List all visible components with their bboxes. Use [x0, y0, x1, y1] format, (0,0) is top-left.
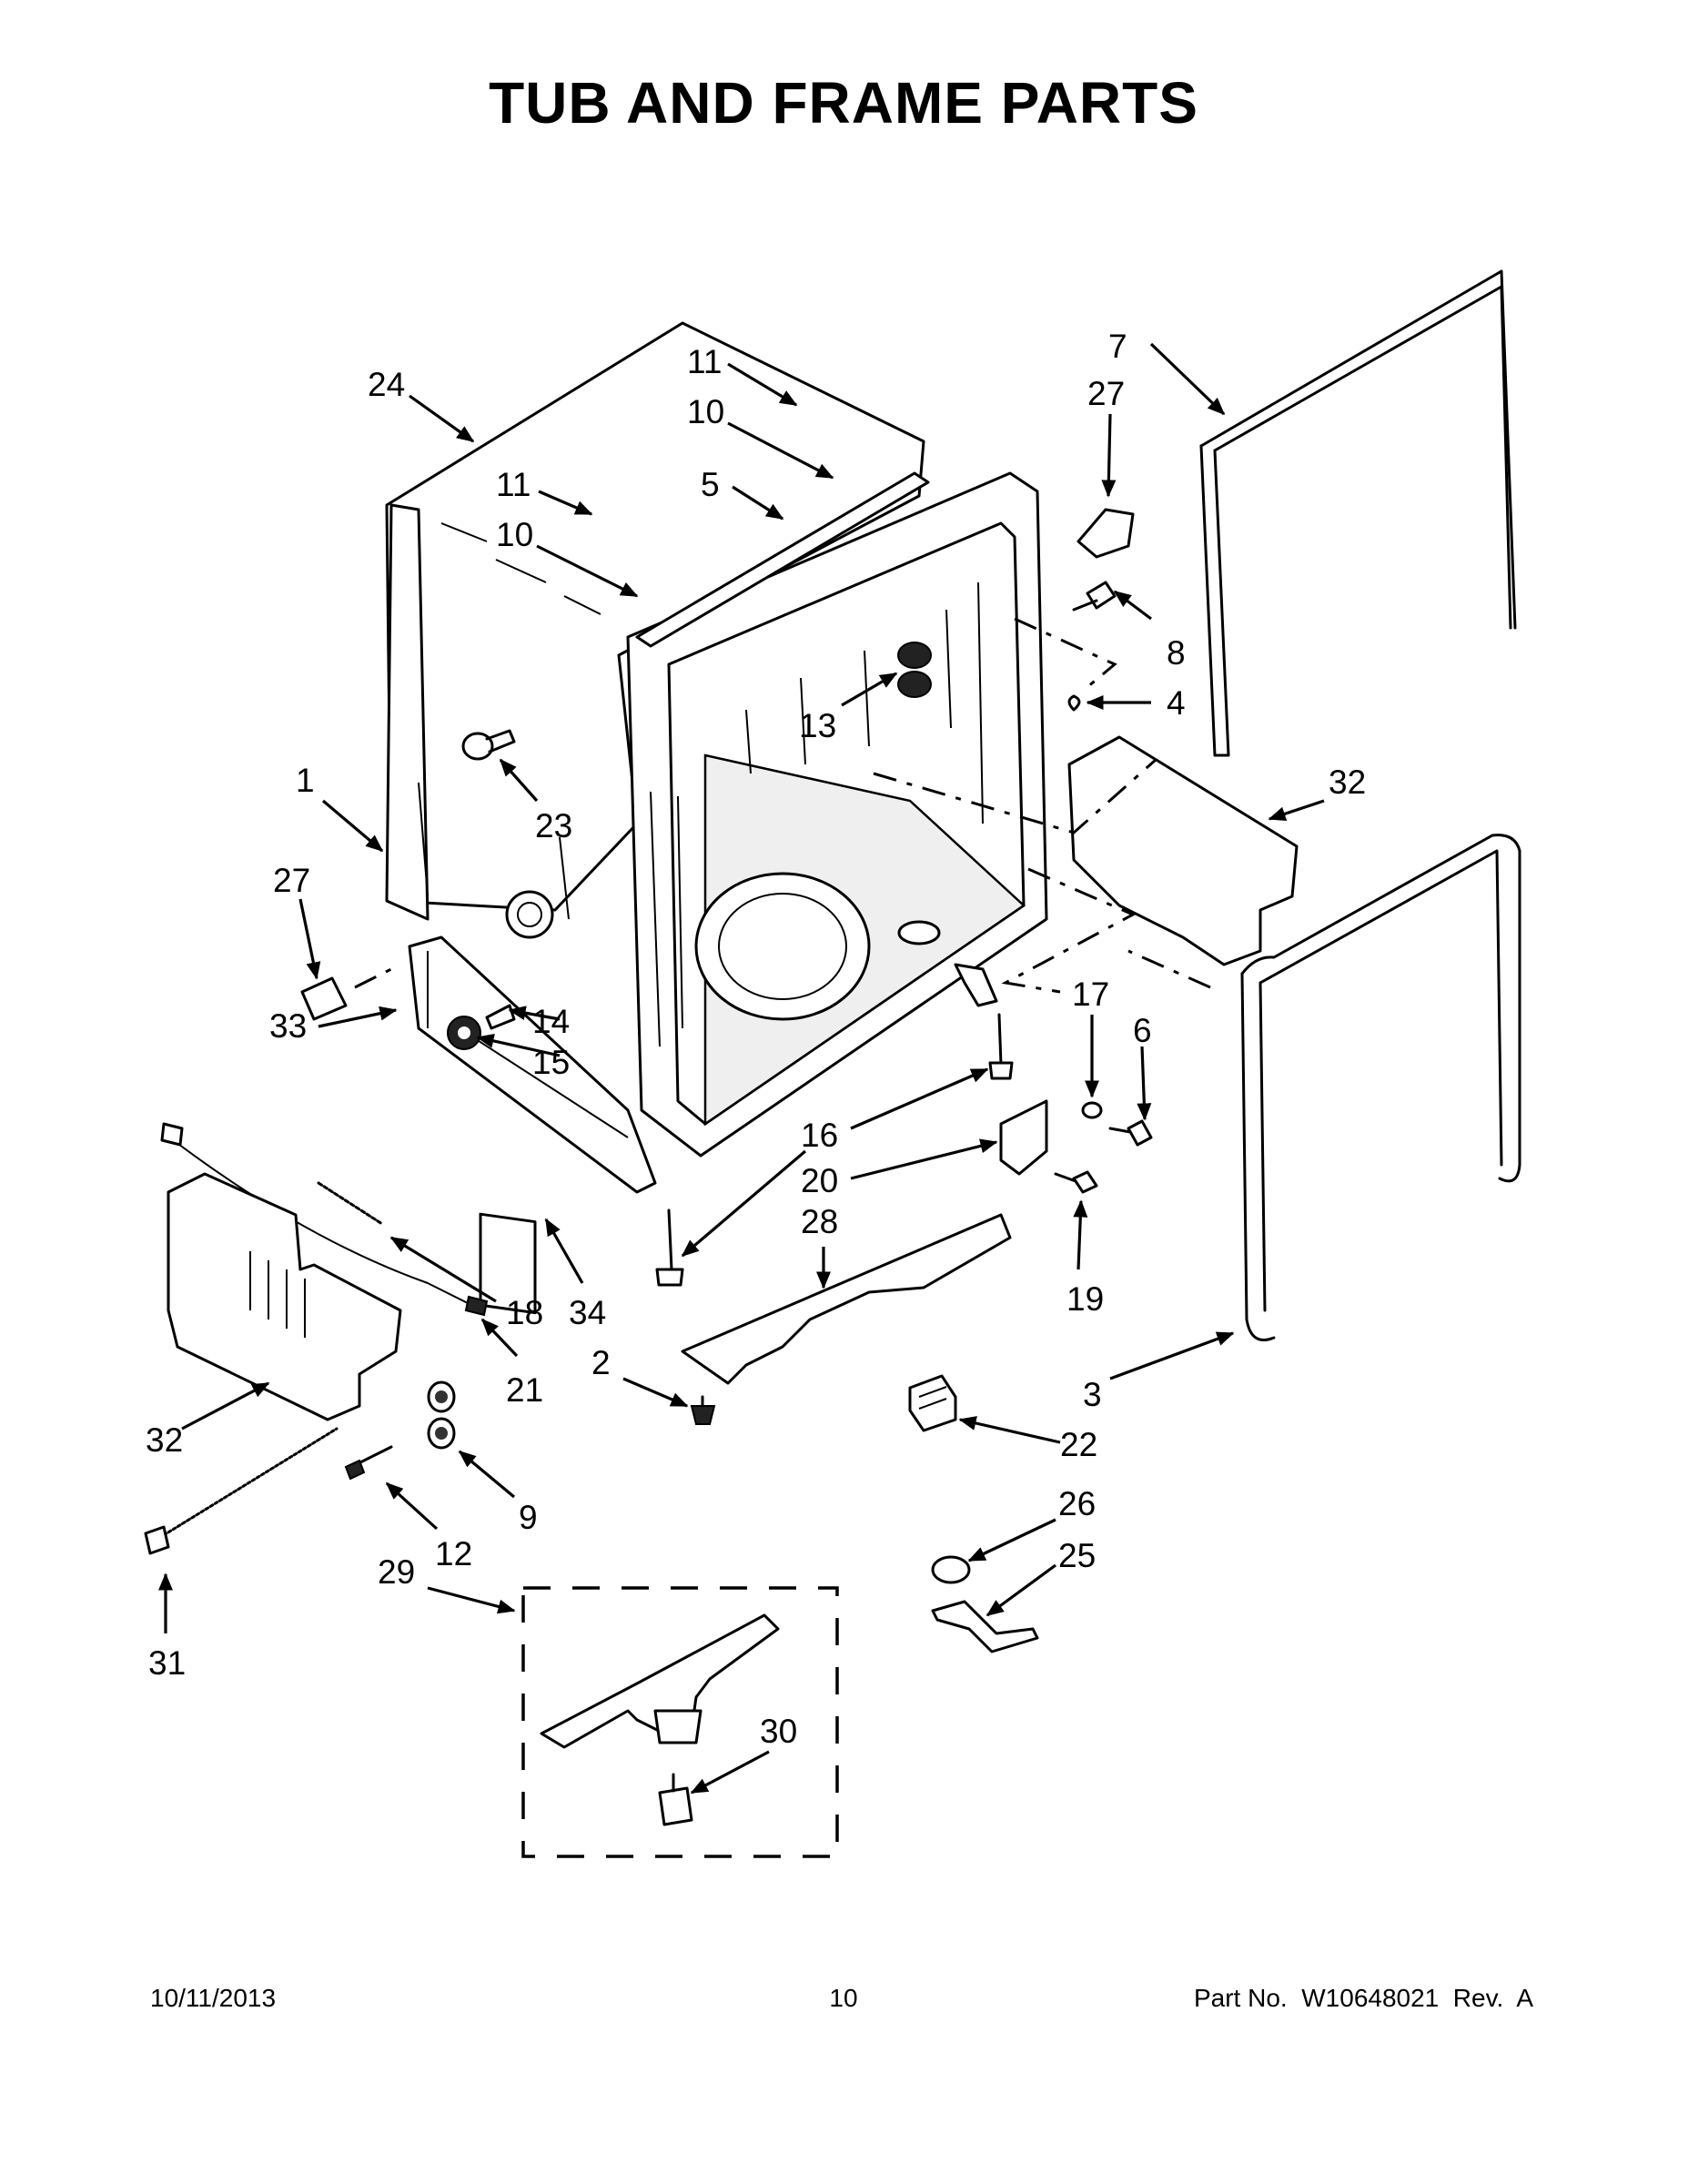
- tub-side-port: [505, 890, 554, 939]
- part-6-screw: [1108, 1119, 1153, 1147]
- part-15-gear: [447, 1016, 481, 1050]
- callout-19: 19: [1066, 1280, 1104, 1318]
- callout-8: 8: [1167, 634, 1186, 672]
- tub-sump-inner-ring: [718, 893, 847, 1000]
- part-32-left-slots: [249, 1251, 306, 1338]
- callout-29: 29: [378, 1553, 415, 1591]
- alignment-lines: [354, 617, 1211, 994]
- page-title: TUB AND FRAME PARTS: [489, 70, 1198, 136]
- part-29-spray-arm-manifold: [540, 1613, 780, 1749]
- callout-22: 22: [1060, 1426, 1097, 1463]
- part-12-screw: [344, 1445, 393, 1481]
- callout-23: 23: [535, 807, 572, 844]
- tub-insulation-blanket: [385, 321, 925, 912]
- callout-15: 15: [532, 1044, 570, 1081]
- part-23-plug: [461, 729, 516, 761]
- base-frame-rear-foot: [954, 963, 998, 1007]
- part-8-screw: [1072, 581, 1117, 612]
- callout-17: 17: [1072, 976, 1109, 1013]
- part-2-foot: [690, 1395, 716, 1425]
- part-29-assembly-box: [521, 1586, 839, 1858]
- callout-10-mid: 10: [496, 516, 533, 553]
- callout-18: 18: [506, 1294, 543, 1331]
- callout-34: 34: [569, 1294, 606, 1331]
- callout-4: 4: [1167, 684, 1186, 722]
- callout-14: 14: [532, 1003, 570, 1040]
- callout-32-left: 32: [146, 1421, 183, 1459]
- part-34-label: [479, 1212, 537, 1315]
- callout-33: 33: [269, 1007, 307, 1045]
- part-22-clip: [908, 1374, 957, 1432]
- callout-24: 24: [368, 366, 405, 403]
- part-26-switch: [931, 1555, 971, 1584]
- callout-7: 7: [1108, 328, 1127, 365]
- part-20-bracket: [999, 1099, 1048, 1176]
- part-16-leveling-leg-front: [988, 1013, 1014, 1080]
- callout-1: 1: [296, 762, 315, 799]
- part-30-valve: [658, 1773, 693, 1826]
- callout-28: 28: [801, 1203, 838, 1240]
- callout-12: 12: [435, 1535, 472, 1572]
- callout-31: 31: [148, 1644, 186, 1682]
- part-21-cable: [160, 1122, 489, 1317]
- callout-5: 5: [701, 466, 720, 503]
- footer-part-number: Part No. W10648021 Rev. A: [1194, 1984, 1533, 2012]
- callout-10-top: 10: [687, 393, 724, 430]
- tub-drain-cap: [897, 920, 941, 945]
- part-27-left-spacer: [300, 976, 348, 1021]
- base-frame: [408, 935, 657, 1194]
- callout-6: 6: [1133, 1012, 1152, 1049]
- part-19-screw: [1054, 1170, 1098, 1194]
- tub-assembly: [385, 321, 1048, 1194]
- footer-page-number: 10: [829, 1984, 857, 2012]
- tub-sump-opening: [694, 872, 871, 1021]
- callout-13: 13: [799, 707, 836, 744]
- callout-20: 20: [801, 1162, 838, 1199]
- callouts: 24 11 10 7 27 11 5 10 8 4 13 1 2: [146, 328, 1366, 1795]
- callout-21: 21: [506, 1371, 543, 1409]
- callout-3: 3: [1083, 1376, 1102, 1413]
- part-16-leveling-leg-left: [655, 1208, 684, 1287]
- callout-27-left: 27: [273, 862, 310, 899]
- tub-gasket-lower: [1240, 834, 1521, 1341]
- callout-32-right: 32: [1329, 763, 1366, 801]
- part-13-bumpers: [897, 642, 932, 698]
- callout-27-top: 27: [1087, 375, 1125, 412]
- part-27-top-spacer: [1076, 508, 1135, 559]
- part-31-cable-tie: [144, 1427, 339, 1555]
- callout-11-top: 11: [687, 343, 722, 380]
- part-18-spring: [317, 1181, 384, 1226]
- tub-top-rim: [635, 471, 930, 648]
- callout-25: 25: [1058, 1537, 1096, 1574]
- part-17-washer: [1081, 1101, 1103, 1119]
- insulation-fold-lines: [418, 522, 601, 920]
- callout-11-mid: 11: [496, 466, 531, 503]
- part-4-clip: [1067, 694, 1081, 712]
- part-9-bumpers: [427, 1380, 456, 1450]
- tub-rear-wall-ribs: [745, 581, 984, 824]
- callout-30: 30: [760, 1713, 797, 1750]
- callout-26: 26: [1058, 1485, 1096, 1522]
- part-25-bracket: [931, 1600, 1039, 1653]
- part-32-left-insulation: [167, 1172, 402, 1421]
- door-gasket-upper: [1199, 269, 1517, 757]
- part-32-right-insulation: [1067, 735, 1299, 966]
- callout-2: 2: [591, 1344, 611, 1381]
- footer-date: 10/11/2013: [150, 1984, 276, 2012]
- callout-16: 16: [801, 1117, 838, 1154]
- callout-9: 9: [519, 1499, 538, 1536]
- tub-left-wall: [385, 503, 430, 921]
- tub-side-rail: [650, 791, 683, 1047]
- part-28-toe-plate: [681, 1213, 1012, 1385]
